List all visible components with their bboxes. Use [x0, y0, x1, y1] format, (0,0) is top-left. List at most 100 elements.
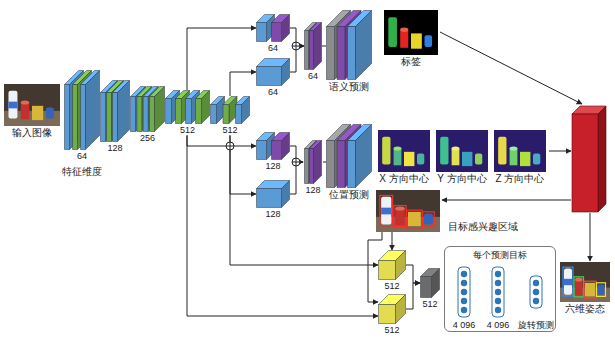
slab-art: [326, 10, 372, 80]
slab-side: [396, 251, 406, 280]
slab-art: [64, 70, 100, 150]
slab-art: [256, 58, 290, 86]
slab-side: [242, 97, 250, 124]
connector: [406, 283, 420, 309]
layer-column: [492, 267, 504, 317]
label-image: 标签: [384, 10, 438, 68]
connector: [323, 162, 326, 163]
slab-front: [337, 27, 345, 80]
slab-front: [272, 23, 282, 42]
col-art: [483, 265, 513, 319]
pooling-block: 512: [378, 294, 406, 335]
fc-layer: 旋转预测: [516, 265, 556, 330]
bottle-label: [381, 208, 391, 215]
center-art: [378, 130, 430, 172]
prediction-block: 语义预测: [326, 10, 372, 93]
bottle-label: [8, 102, 17, 109]
feature-size: 128: [265, 209, 280, 219]
slab-art: [256, 180, 290, 208]
bottle: [382, 137, 390, 165]
layer-slab: [113, 81, 130, 142]
layer-slab: [211, 97, 225, 124]
slab-side: [282, 133, 290, 160]
can-top: [510, 146, 518, 150]
roi-art: [376, 190, 440, 232]
box: [404, 152, 414, 166]
slab-front: [310, 31, 314, 70]
panel-title: 每个预测目标: [473, 250, 527, 260]
box: [411, 33, 422, 48]
layer-slab: [257, 181, 290, 208]
caption: Y 方向中心: [437, 173, 486, 185]
object-outline: [380, 195, 393, 225]
connector: [290, 162, 303, 194]
feature-size: 128: [305, 185, 320, 195]
box: [520, 152, 530, 166]
slab-side: [356, 11, 372, 80]
layer-slab: [272, 15, 290, 42]
slab-side: [282, 181, 290, 208]
slab-art: [304, 140, 322, 184]
deconv-block: 64: [304, 22, 322, 81]
photo-background: [560, 262, 610, 302]
box: [462, 152, 472, 166]
photo-background: [376, 190, 440, 232]
conv-block: 64: [64, 70, 100, 161]
object-outline: [423, 212, 435, 226]
sum-cross: [292, 158, 300, 166]
neuron: [495, 298, 501, 304]
can: [575, 280, 583, 296]
pooling-block: 512: [378, 250, 406, 291]
slab-side: [118, 81, 130, 142]
slab-front: [186, 99, 192, 124]
slab-front: [166, 99, 172, 124]
slab-front: [137, 97, 142, 132]
layer-side: [598, 106, 606, 212]
per-object-panel: 每个预测目标 4 096 4 096 旋转预测: [444, 246, 556, 332]
fc-layer: 4 096: [449, 265, 479, 330]
slab-side: [356, 125, 372, 188]
slab-front: [257, 67, 282, 86]
slab-art: [326, 124, 372, 188]
slab-side: [396, 295, 406, 324]
layer-size: 4 096: [487, 320, 510, 330]
mug: [417, 154, 424, 165]
feature-size: 64: [77, 151, 87, 161]
slab-side: [314, 23, 322, 70]
connector: [187, 135, 378, 316]
slab-front: [73, 85, 78, 150]
layer-size: 4 096: [453, 320, 476, 330]
feature-size: 64: [308, 71, 318, 81]
slab-art: [304, 22, 322, 70]
slab-art: [100, 80, 130, 142]
sum-cross: [226, 142, 234, 150]
feature-size: 128: [265, 161, 280, 171]
layer-column: [530, 276, 542, 308]
feature-size: 256: [140, 133, 155, 143]
flow-arrow: [440, 32, 582, 104]
slab-side: [202, 91, 210, 124]
neuron: [495, 271, 501, 277]
can-top: [394, 146, 402, 150]
bottle: [8, 91, 17, 119]
object-outline: [597, 283, 606, 297]
deconv-block: 128: [303, 140, 323, 195]
layer-slab: [150, 87, 165, 132]
object-outline: [563, 267, 573, 296]
slab-art: [165, 90, 210, 124]
col-art: [449, 265, 479, 319]
connector: [187, 28, 256, 90]
can-top: [452, 146, 460, 150]
map-background: [494, 130, 546, 172]
mug: [475, 154, 482, 165]
flow-arrow: [549, 151, 571, 152]
label-holder: 特征维度: [56, 166, 108, 178]
bottle: [564, 268, 572, 294]
slab-front: [101, 93, 106, 142]
conv-block: 128: [100, 80, 130, 153]
layer-slab: [379, 251, 406, 280]
pose-art: [560, 262, 610, 302]
slab-front: [337, 141, 345, 188]
sum-symbol: [292, 158, 300, 166]
conv-block: 256: [130, 86, 165, 143]
